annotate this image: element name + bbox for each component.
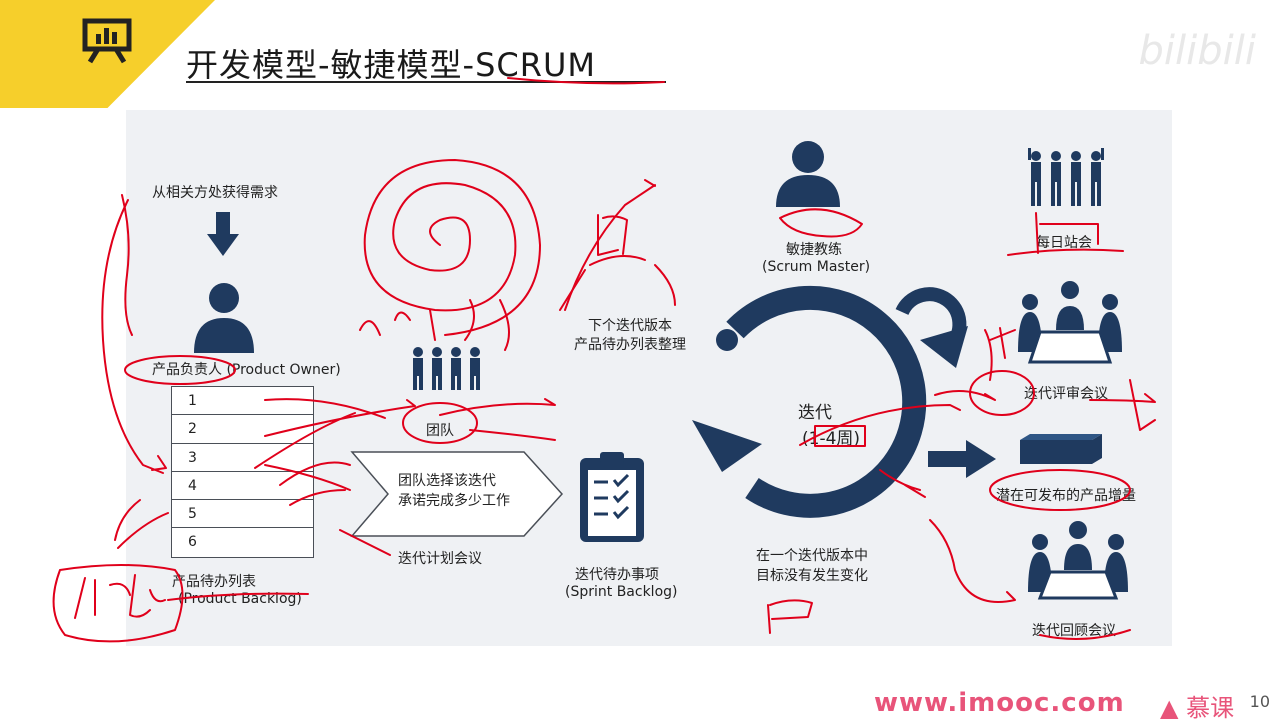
sprint-backlog-label-en: (Sprint Backlog) (565, 584, 678, 600)
backlog-row: 2 (172, 415, 313, 444)
backlog-row: 1 (172, 387, 313, 416)
retrospective-label: 迭代回顾会议 (1032, 623, 1116, 639)
product-owner-label: 产品负责人 (Product Owner) (152, 362, 341, 378)
team-choice-line1: 团队选择该迭代 (398, 473, 496, 489)
backlog-row: 6 (188, 534, 197, 551)
flame-icon: ▲ (1160, 694, 1179, 722)
product-backlog-label-cn: 产品待办列表 (172, 574, 256, 590)
next-iteration-line2: 产品待办列表整理 (574, 337, 686, 353)
backlog-row: 5 (172, 500, 313, 529)
presentation-board-icon (82, 18, 132, 64)
footer-brand-text: 慕课 (1186, 694, 1235, 722)
sprint-backlog-label-cn: 迭代待办事项 (575, 567, 659, 583)
footer-brand-logo: ▲ 慕课 (1160, 688, 1234, 723)
scrum-master-label-en: (Scrum Master) (762, 259, 871, 275)
team-label: 团队 (426, 423, 454, 439)
page-number: 10 (1249, 692, 1270, 711)
sprint-planning-label: 迭代计划会议 (398, 551, 482, 567)
footer-url[interactable]: www.imooc.com (874, 688, 1125, 718)
daily-standup-label: 每日站会 (1036, 235, 1092, 251)
product-backlog-label-en: (Product Backlog) (178, 591, 302, 607)
title-underline (186, 81, 666, 83)
scrum-master-label-cn: 敏捷教练 (786, 242, 842, 258)
team-choice-line2: 承诺完成多少工作 (398, 493, 510, 509)
product-backlog-table: 1 2 3 4 5 6 (171, 386, 314, 558)
sprint-review-label: 迭代评审会议 (1024, 386, 1108, 402)
watermark-logo: bilibili (1138, 28, 1256, 74)
page-title: 开发模型-敏捷模型-SCRUM (186, 46, 597, 84)
stakeholder-requirements-label: 从相关方处获得需求 (152, 185, 278, 201)
no-change-line1: 在一个迭代版本中 (756, 548, 868, 564)
backlog-row: 4 (172, 472, 313, 501)
iteration-label: 迭代 (798, 403, 832, 423)
iteration-duration: (1-4周) (802, 429, 861, 449)
no-change-line2: 目标没有发生变化 (756, 568, 868, 584)
backlog-row: 3 (172, 444, 313, 472)
product-increment-label: 潜在可发布的产品增量 (996, 488, 1136, 504)
next-iteration-line1: 下个迭代版本 (588, 318, 672, 334)
